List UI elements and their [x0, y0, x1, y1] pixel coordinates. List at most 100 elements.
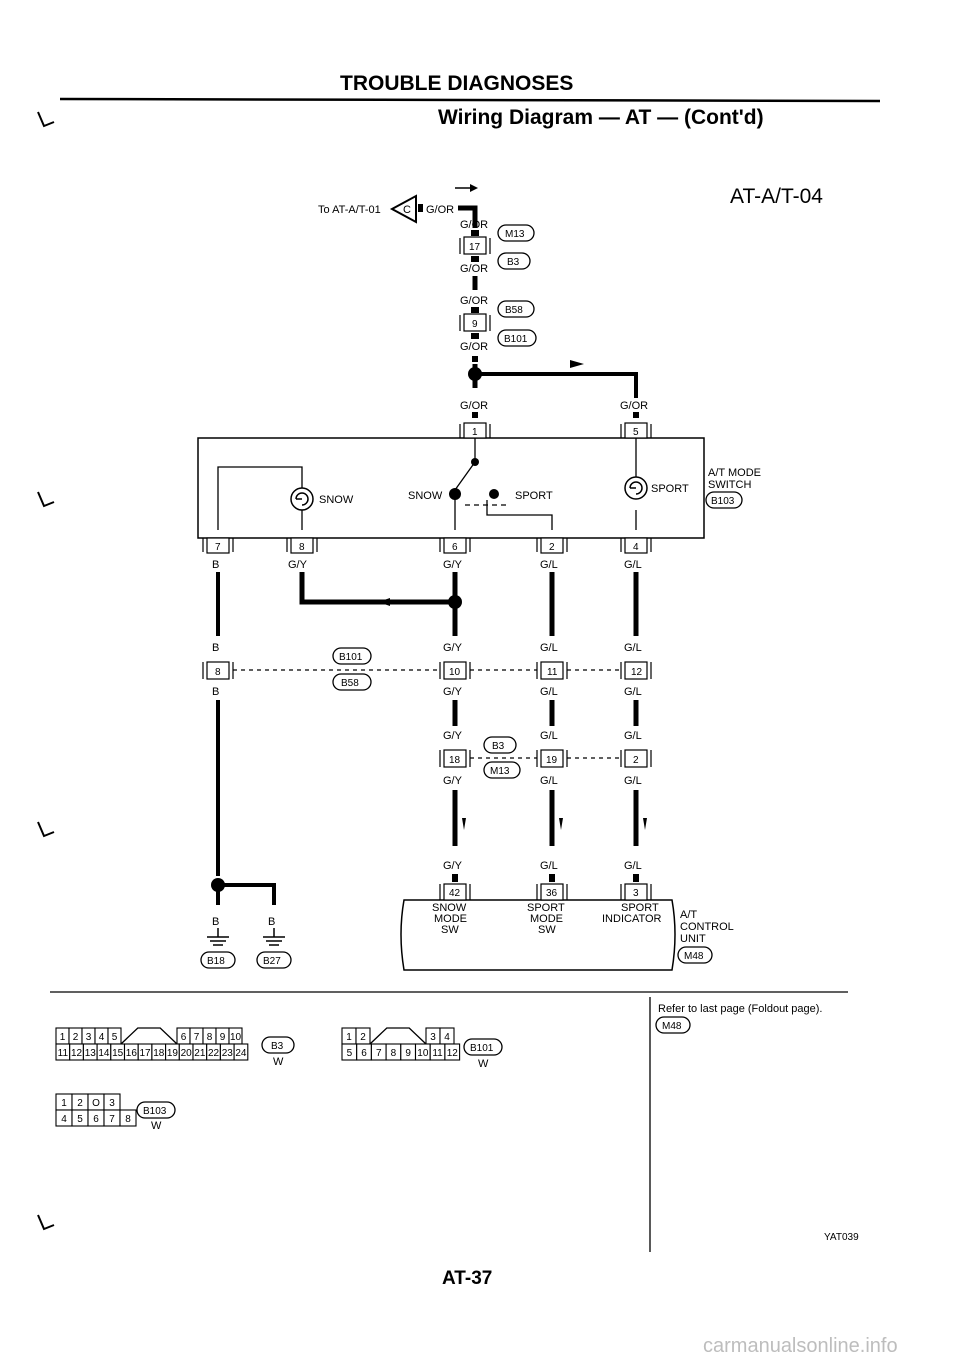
cavity-number: 16: [126, 1048, 138, 1059]
svg-text:G/L: G/L: [624, 775, 642, 787]
svg-text:B103: B103: [143, 1106, 167, 1117]
svg-text:B3: B3: [507, 257, 520, 268]
conn-b58-top: B58: [497, 300, 535, 318]
cavity-number: 3: [109, 1098, 115, 1109]
terminal-mark: [418, 204, 423, 212]
conn-b27: B27: [256, 951, 292, 969]
svg-text:42: 42: [449, 888, 461, 899]
svg-text:G/L: G/L: [624, 642, 642, 654]
direction-arrow: [378, 598, 390, 606]
svg-text:5: 5: [633, 427, 639, 438]
cavity-number: 6: [181, 1032, 187, 1043]
diagram-id: AT-A/T-04: [730, 185, 823, 208]
terminal-mark: [452, 874, 458, 882]
wire-label-gl: G/L: [540, 559, 558, 571]
svg-text:7: 7: [215, 542, 221, 553]
conn-b103-face-code: B103 W: [136, 1101, 176, 1132]
cavity-number: 4: [444, 1032, 450, 1043]
conn-m48: M48: [677, 946, 713, 964]
cavity-number: 21: [194, 1048, 206, 1059]
switch-contact: [471, 458, 479, 466]
svg-text:8: 8: [215, 667, 221, 678]
cavity-number: 3: [86, 1032, 92, 1043]
switch-sport-label: SPORT: [515, 490, 553, 502]
svg-text:B101: B101: [470, 1043, 494, 1054]
svg-text:36: 36: [546, 888, 558, 899]
cavity-number: 5: [77, 1114, 83, 1125]
svg-text:10: 10: [449, 667, 461, 678]
cavity-number: 22: [208, 1048, 220, 1059]
terminal-mark: [633, 412, 639, 418]
svg-text:MODE: MODE: [530, 913, 563, 925]
svg-text:G/Y: G/Y: [443, 642, 463, 654]
top-ref-wire: G/OR: [426, 204, 454, 216]
svg-text:B58: B58: [341, 678, 359, 689]
cavity-number: 8: [207, 1032, 213, 1043]
svg-text:G/L: G/L: [540, 686, 558, 698]
cavity-number: 19: [167, 1048, 179, 1059]
svg-text:SNOW: SNOW: [432, 902, 467, 914]
svg-text:M13: M13: [490, 766, 510, 777]
wire-label-gl: G/L: [624, 860, 642, 872]
snow-lamp-icon: [290, 487, 314, 511]
svg-text:2: 2: [633, 755, 639, 766]
refer-text: Refer to last page (Foldout page).: [658, 1003, 822, 1015]
terminal-mark: [633, 874, 639, 882]
svg-text:B3: B3: [271, 1041, 284, 1052]
wire-gor-to-pin5: [475, 372, 638, 398]
svg-text:12: 12: [631, 667, 643, 678]
conn-m48-ref: M48: [655, 1016, 691, 1034]
connector-latch: [120, 1027, 178, 1045]
header-rule: [59, 97, 881, 103]
svg-text:G/Y: G/Y: [443, 686, 463, 698]
svg-text:G/L: G/L: [540, 642, 558, 654]
wire-label-b: B: [268, 916, 275, 928]
svg-text:19: 19: [546, 755, 558, 766]
cavity-number: 5: [347, 1048, 353, 1059]
conn-b103: B103: [705, 491, 743, 509]
switch-name-line1: A/T MODE: [708, 467, 761, 479]
wire-gor-top: [458, 205, 478, 228]
connector-latch: [369, 1027, 427, 1045]
cavity-number: 24: [235, 1048, 247, 1059]
cavity-number: 10: [417, 1048, 429, 1059]
connector-cavity: [444, 1043, 461, 1061]
wire-label-b: B: [212, 916, 219, 928]
page-title: TROUBLE DIAGNOSES: [340, 72, 573, 95]
conn-b101-face-code: B101 W: [463, 1038, 503, 1070]
svg-text:18: 18: [449, 755, 461, 766]
cavity-number: 1: [346, 1032, 352, 1043]
terminal-mark: [472, 412, 478, 418]
wire-label-gy: G/Y: [443, 559, 463, 571]
cavity-number: 14: [98, 1048, 110, 1059]
cavity-number: 6: [361, 1048, 367, 1059]
conn-m13-top: M13: [497, 224, 535, 242]
cavity-number: 11: [432, 1048, 443, 1059]
cavity-number: 17: [139, 1048, 151, 1059]
wire-label-gy: G/Y: [288, 559, 308, 571]
conn-b18: B18: [200, 951, 236, 969]
wire-label-gl: G/L: [624, 559, 642, 571]
svg-text:B101: B101: [504, 334, 528, 345]
conn-b3-face-code: B3 W: [261, 1036, 295, 1068]
cavity-number: 10: [230, 1032, 242, 1043]
top-ref-connector-arrow: C: [389, 194, 417, 224]
cavity-number: 8: [125, 1114, 131, 1125]
svg-text:W: W: [478, 1058, 489, 1070]
svg-text:B27: B27: [263, 956, 281, 967]
svg-text:G/L: G/L: [624, 730, 642, 742]
svg-text:W: W: [273, 1056, 284, 1068]
cavity-number: 3: [430, 1032, 436, 1043]
cavity-number: 7: [109, 1114, 115, 1125]
snow-indicator-label: SNOW: [319, 494, 354, 506]
svg-text:G/L: G/L: [540, 775, 558, 787]
switch-contact: [449, 488, 461, 500]
wire-label-gor: G/OR: [460, 400, 488, 412]
wire-label-gl: G/L: [540, 860, 558, 872]
conn-b101-top: B101: [497, 329, 537, 347]
cavity-number: 23: [222, 1048, 234, 1059]
page-number: AT-37: [442, 1268, 492, 1289]
wire-runs: [216, 572, 639, 636]
